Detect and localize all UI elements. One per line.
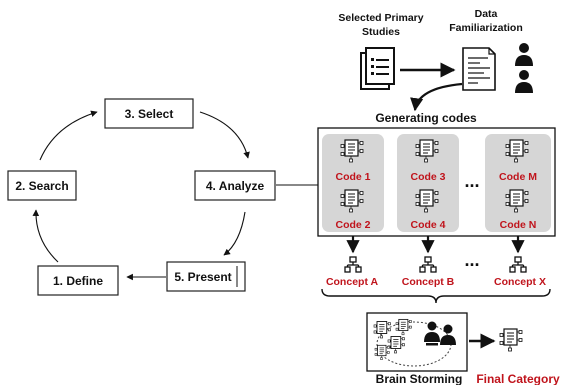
brainstorming-section: Brain Storming Final Category xyxy=(366,312,560,385)
arrow-define-to-search xyxy=(32,209,59,263)
code-group-3 xyxy=(485,134,551,232)
generating-codes-title: Generating codes xyxy=(375,111,477,125)
selected-primary-label-1: Selected Primary xyxy=(338,12,423,24)
report-document-icon xyxy=(462,47,496,91)
final-category-label: Final Category xyxy=(476,372,560,385)
code-1-label: Code 1 xyxy=(335,171,370,183)
hierarchy-icon xyxy=(419,256,437,273)
selected-primary-label-2: Studies xyxy=(362,26,400,38)
code-4-label: Code 4 xyxy=(410,219,445,231)
code-group-2 xyxy=(397,134,459,232)
people-icon xyxy=(424,321,456,346)
document-stack-icon xyxy=(360,47,395,90)
hierarchy-icon xyxy=(509,256,527,273)
define-box xyxy=(37,265,119,296)
brainstorming-label: Brain Storming xyxy=(376,372,463,385)
analyze-step: 4. Analyze xyxy=(206,179,265,193)
codes-ellipsis: ... xyxy=(464,171,479,191)
arrow-to-generating xyxy=(410,82,463,112)
arrow-search-to-select xyxy=(39,110,98,161)
document-network-icon xyxy=(499,328,523,352)
select-box xyxy=(104,98,194,129)
hierarchy-icon xyxy=(344,256,362,273)
define-step: 1. Define xyxy=(53,274,103,288)
concept-x-label: Concept X xyxy=(494,276,546,288)
present-box xyxy=(166,261,246,292)
analyze-box xyxy=(194,170,276,201)
generating-codes-section: Generating codes Code 1 Code 2 Code 3 Co… xyxy=(317,111,556,237)
research-cycle: 3. Select 2. Search 4. Analyze 1. Define… xyxy=(7,98,318,296)
code-2-label: Code 2 xyxy=(335,219,370,231)
present-step: 5. Present xyxy=(174,270,231,284)
concepts-section: ... Concept A Concept B Concept X xyxy=(321,236,551,304)
search-step: 2. Search xyxy=(15,179,68,193)
code-3-label: Code 3 xyxy=(410,171,445,183)
data-familiarization-section: Selected Primary Studies Data Familiariz… xyxy=(338,8,533,112)
arrow-select-to-analyze xyxy=(199,111,250,159)
concepts-ellipsis: ... xyxy=(464,250,479,270)
code-m-label: Code M xyxy=(499,171,537,183)
search-box xyxy=(7,170,77,201)
data-label-1: Data xyxy=(475,8,498,20)
code-n-label: Code N xyxy=(500,219,537,231)
person-icon xyxy=(515,43,533,93)
arrow-analyze-to-present xyxy=(223,211,246,256)
select-step: 3. Select xyxy=(125,107,174,121)
concept-a-label: Concept A xyxy=(326,276,379,288)
code-group-1 xyxy=(322,134,384,232)
data-label-2: Familiarization xyxy=(449,22,523,34)
concepts-brace xyxy=(321,288,551,304)
concept-b-label: Concept B xyxy=(402,276,455,288)
